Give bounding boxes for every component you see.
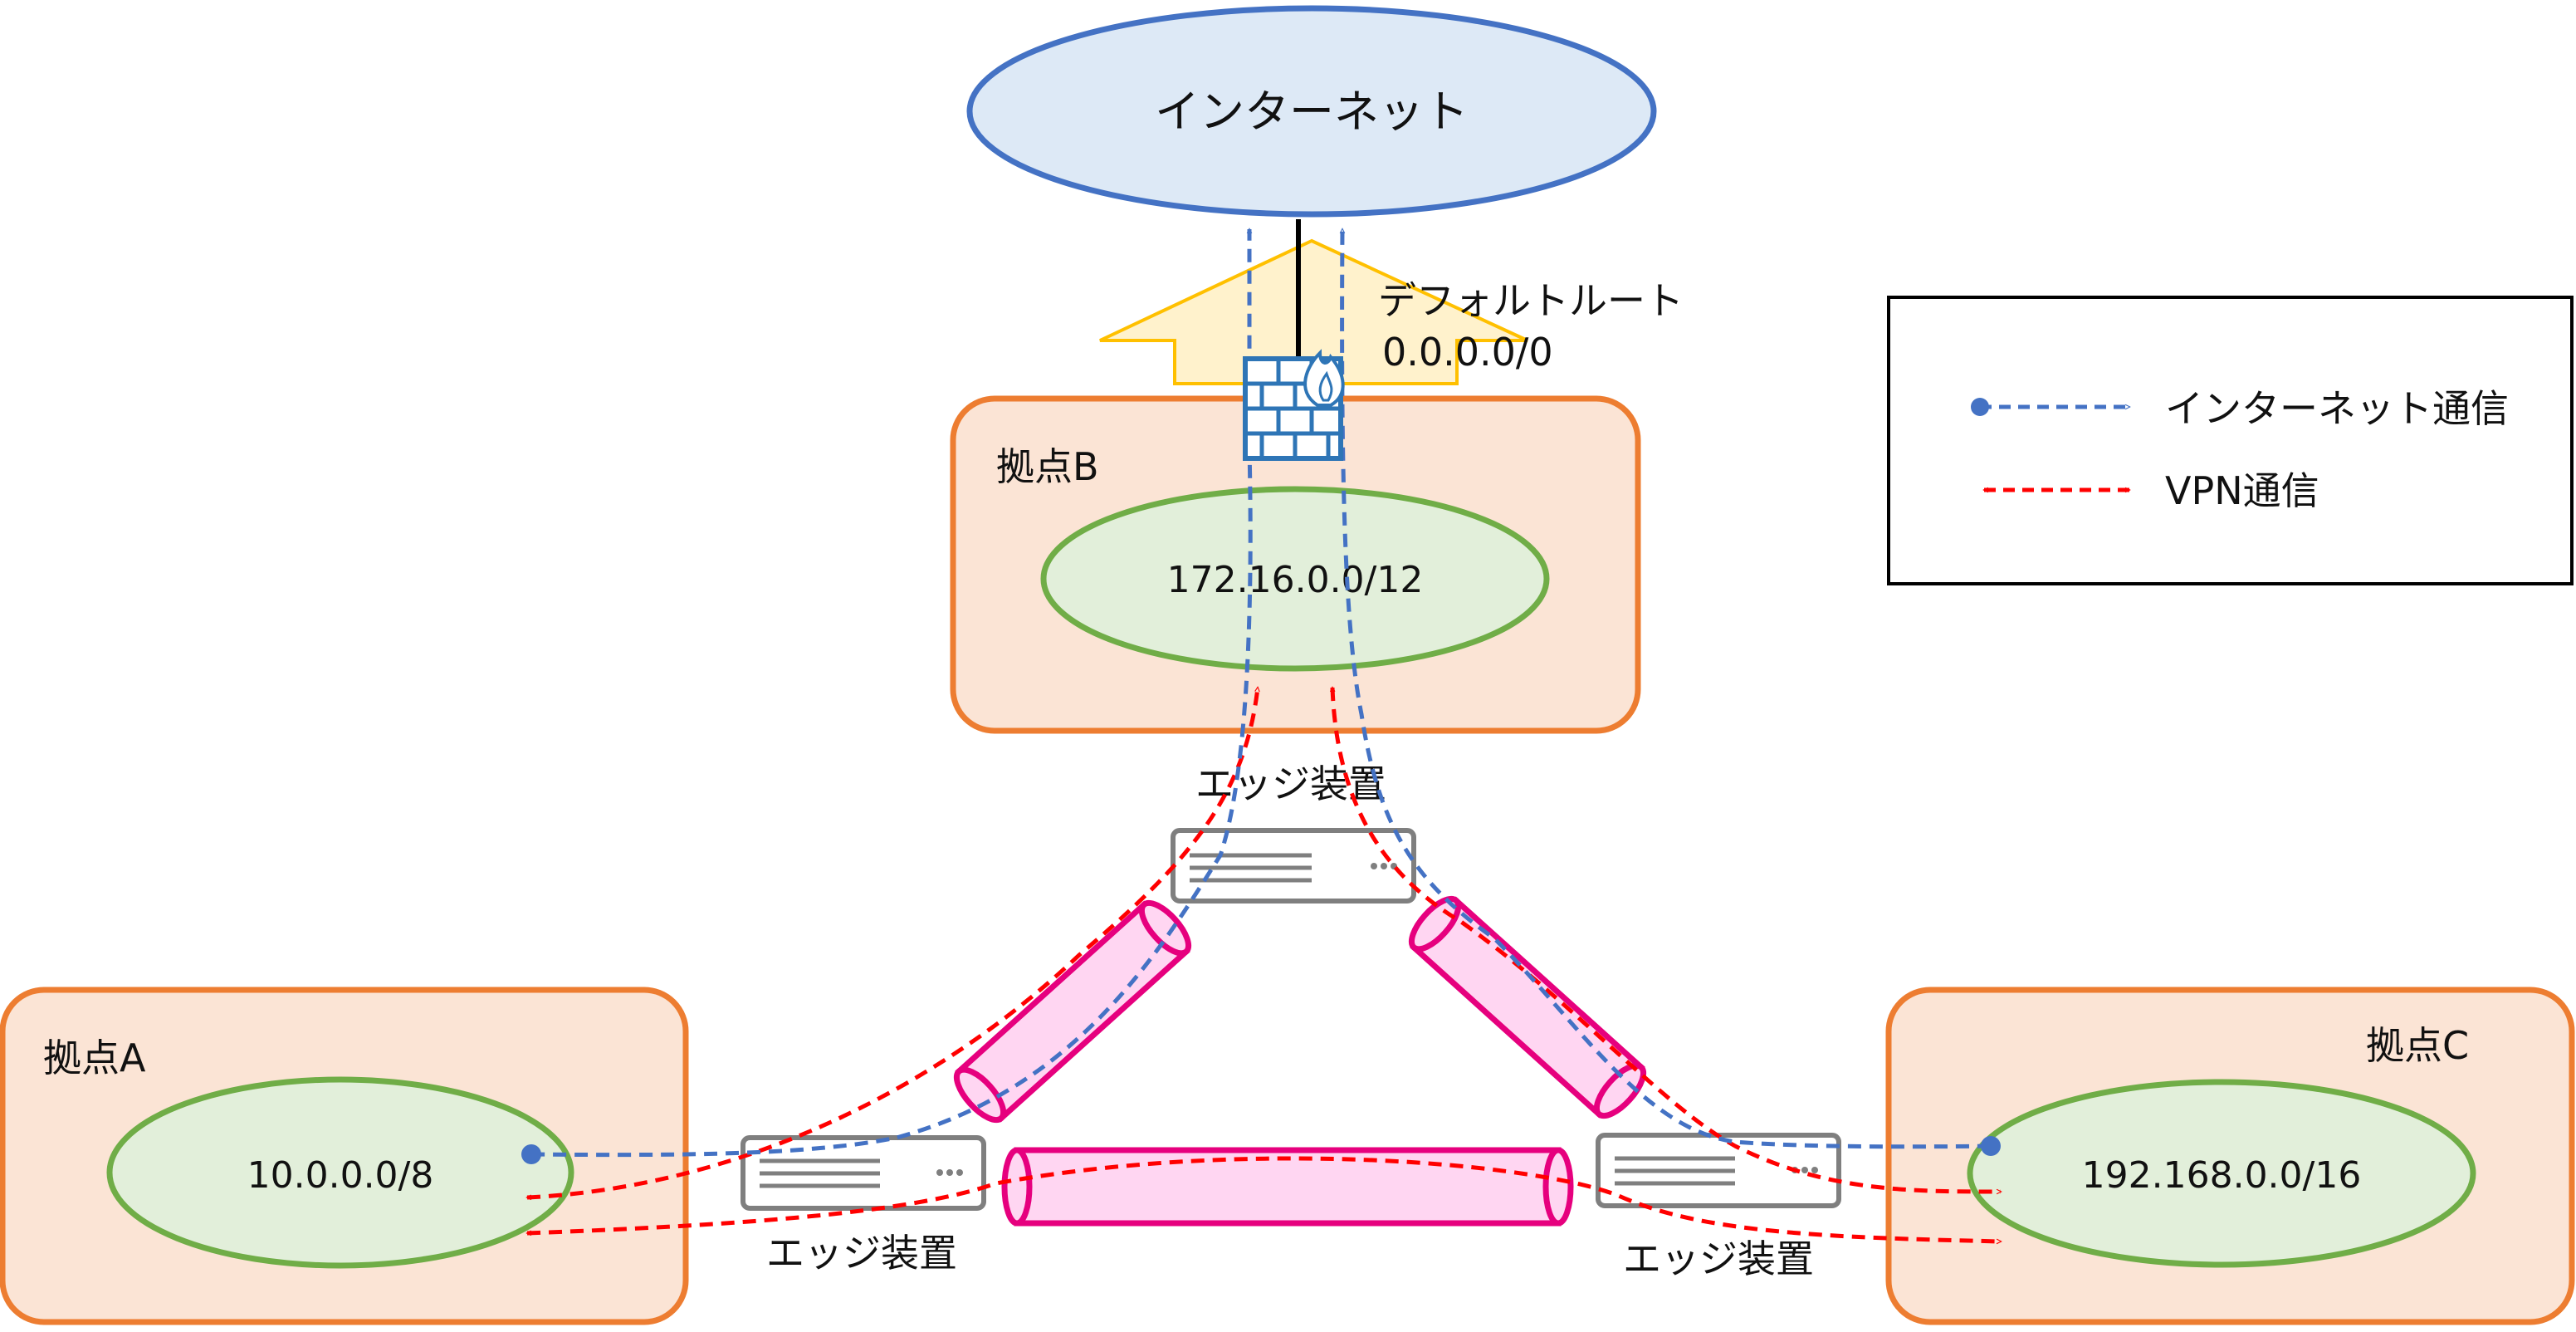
edge-device-c-label: エッジ装置 bbox=[1623, 1237, 1814, 1281]
vpn-flow-b-c bbox=[1332, 688, 2001, 1192]
vpn-flow-a-b bbox=[527, 688, 1258, 1197]
default-route-label: デフォルトルート bbox=[1378, 278, 1684, 323]
internet-flow-a-origin bbox=[521, 1144, 541, 1164]
vpn-tunnel-a-b bbox=[953, 899, 1192, 1124]
internet-node: インターネット bbox=[966, 5, 1657, 218]
vpn-tunnel-a-c bbox=[1001, 1147, 1574, 1227]
site-c-label: 拠点C bbox=[2366, 1023, 2469, 1068]
site-b: 拠点B 172.16.0.0/12 bbox=[950, 395, 1641, 734]
internet-flow-a bbox=[530, 229, 1253, 1158]
edge-device-c bbox=[1596, 1133, 1841, 1208]
site-b-label: 拠点B bbox=[996, 444, 1099, 489]
site-c: 拠点C 192.168.0.0/16 bbox=[1885, 987, 2575, 1325]
site-a-label: 拠点A bbox=[43, 1036, 146, 1080]
legend: インターネット通信 VPN通信 bbox=[1887, 296, 2574, 585]
legend-internet-label: インターネット通信 bbox=[2165, 386, 2509, 431]
legend-box bbox=[1887, 296, 2574, 585]
site-a-network-label: 10.0.0.0/8 bbox=[247, 1154, 434, 1197]
default-route-prefix: 0.0.0.0/0 bbox=[1382, 330, 1553, 375]
legend-vpn-label: VPN通信 bbox=[2165, 468, 2319, 513]
internet-flow-c-origin bbox=[1981, 1136, 2001, 1156]
internet-ellipse bbox=[966, 5, 1657, 218]
firewall-icon bbox=[1243, 349, 1345, 461]
vpn-tunnel-b-c bbox=[1408, 895, 1647, 1119]
site-c-network-label: 192.168.0.0/16 bbox=[2082, 1154, 2362, 1197]
edge-device-a-label: エッジ装置 bbox=[766, 1231, 957, 1276]
site-b-network-label: 172.16.0.0/12 bbox=[1167, 559, 1424, 601]
internet-flow-c bbox=[1342, 229, 1992, 1149]
site-a: 拠点A 10.0.0.0/8 bbox=[0, 987, 689, 1325]
site-b-network bbox=[1040, 486, 1550, 672]
internet-label: インターネット bbox=[1155, 86, 1469, 138]
